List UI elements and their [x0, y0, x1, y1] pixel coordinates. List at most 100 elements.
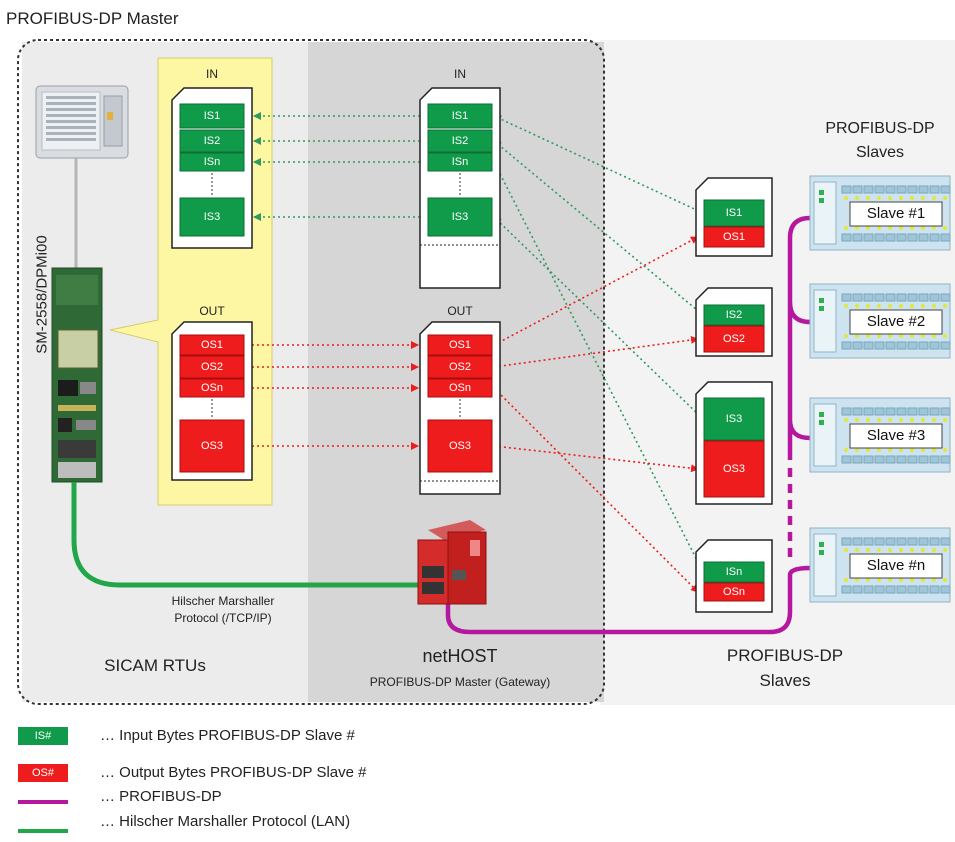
slave-image-out-label-osn: OSn	[723, 586, 745, 598]
slave-image-in-label-isn: ISn	[726, 566, 743, 578]
arrow-slave-out-os1	[493, 236, 699, 346]
nethost-out-cell-osn	[427, 378, 493, 398]
rtu-out-cell-label-os3: OS3	[201, 440, 223, 452]
slave-device-label-box-3	[849, 423, 943, 449]
slave-area-panel	[600, 40, 955, 705]
module-label: SM-2558/DPMi00	[33, 235, 51, 354]
nethost-in-cell-is1	[427, 103, 493, 129]
arrow-slave-in-is3	[493, 216, 704, 420]
protocol-label-line1: Hilscher Marshaller	[171, 594, 275, 608]
nethost-device-icon	[417, 520, 487, 605]
slave-image-out-label-os2: OS2	[723, 333, 745, 345]
lan-cable	[71, 482, 420, 588]
legend-swatch-label-output: OS#	[32, 767, 55, 779]
rtu-out-cell-label-os2: OS2	[201, 361, 223, 373]
nethost-in-title: IN	[454, 67, 466, 81]
slave-image-in-is1	[703, 199, 765, 227]
slaves-footer-line1: PROFIBUS-DP	[726, 646, 844, 665]
legend-text-1: … Input Bytes PROFIBUS-DP Slave #	[100, 727, 355, 744]
slave-device-2: Slave #2	[809, 283, 951, 359]
arrow-slave-out-os3	[493, 445, 699, 473]
arrow-slave-in-is2	[493, 140, 704, 316]
nethost-out-cell-os2	[427, 355, 493, 379]
nethost-out-cell-os3	[427, 419, 493, 473]
rtu-in-cell-is1	[179, 103, 245, 129]
sicam-label: SICAM RTUs	[104, 656, 206, 675]
rtu-out-cell-label-osn: OSn	[201, 382, 223, 394]
legend-text-4: … Hilscher Marshaller Protocol (LAN)	[100, 813, 350, 830]
slave-device-4: Slave #n	[809, 527, 951, 603]
rtu-in-cell-is2	[179, 129, 245, 153]
slave-image-out-os2	[703, 325, 765, 353]
master-boundary	[17, 39, 605, 705]
nethost-sublabel: PROFIBUS-DP Master (Gateway)	[369, 675, 551, 689]
nethost-out-title: OUT	[447, 304, 473, 318]
arrow-slave-in-isn	[493, 161, 704, 573]
slaves-footer-line2: Slaves	[759, 671, 811, 690]
profibus-bus	[787, 215, 811, 460]
rtu-out-cell-os3	[179, 419, 245, 473]
nethost-label: netHOST	[422, 646, 498, 666]
nethost-in-cell-label-is3: IS3	[452, 211, 469, 223]
arrow-slave-out-os2	[493, 335, 699, 368]
slave-device-label-slave-n: Slave #n	[867, 557, 925, 574]
nethost-out-cell-label-os3: OS3	[449, 440, 471, 452]
slave-image-in-isn	[703, 561, 765, 583]
slave-device-1: Slave #1	[809, 175, 951, 251]
nethost-in-cell-is3	[427, 197, 493, 237]
nethost-in-cell-is2	[427, 129, 493, 153]
nethost-in-cell-isn	[427, 152, 493, 172]
slaves-header-line1: PROFIBUS-DP	[825, 120, 935, 137]
nethost-out-cell-os1	[427, 334, 493, 356]
slave-image-out-label-os3: OS3	[723, 463, 745, 475]
protocol-label-line2: Protocol (/TCP/IP)	[174, 611, 272, 625]
nethost-in-cell-label-is2: IS2	[452, 135, 469, 147]
rtu-in-cell-label-isn: ISn	[204, 156, 221, 168]
slave-image-out-label-os1: OS1	[723, 231, 745, 243]
arrow-slave-in-is1	[493, 115, 704, 214]
rtu-out-cell-label-os1: OS1	[201, 339, 223, 351]
slave-image-in-is2	[703, 304, 765, 326]
nethost-out-cell-label-osn: OSn	[449, 382, 471, 394]
rtu-out-cell-os2	[179, 355, 245, 379]
rtu-in-cell-label-is1: IS1	[204, 110, 221, 122]
slave-image-out-os1	[703, 226, 765, 248]
legend-swatch-output	[18, 764, 68, 782]
module-board-icon	[51, 267, 103, 483]
rtu-out-cell-osn	[179, 378, 245, 398]
nethost-in-cell-label-isn: ISn	[452, 156, 469, 168]
slave-device-label-box-2	[849, 309, 943, 335]
slave-image-in-is3	[703, 397, 765, 441]
rtu-in-cell-label-is2: IS2	[204, 135, 221, 147]
arrow-slave-out-osn	[493, 387, 699, 593]
legend-swatch-label-input: IS#	[35, 730, 52, 742]
slave-device-label-slave-3: Slave #3	[867, 427, 925, 444]
slave-image-in-label-is2: IS2	[726, 309, 743, 321]
slave-image-in-label-is3: IS3	[726, 413, 743, 425]
nethost-in-cell-label-is1: IS1	[452, 110, 469, 122]
legend-text-2: … Output Bytes PROFIBUS-DP Slave #	[100, 764, 367, 781]
slave-device-label-box-4	[849, 553, 943, 579]
rtu-out-cell-os1	[179, 334, 245, 356]
slave-device-3: Slave #3	[809, 397, 951, 473]
slave-device-label-slave-2: Slave #2	[867, 313, 925, 330]
diagram-title: PROFIBUS-DP Master	[6, 9, 179, 28]
slave-image-in-label-is1: IS1	[726, 207, 743, 219]
slave-device-label-box-1	[849, 201, 943, 227]
slave-device-label-slave-1: Slave #1	[867, 205, 925, 222]
rtu-in-cell-label-is3: IS3	[204, 211, 221, 223]
rtu-in-cell-is3	[179, 197, 245, 237]
slaves-header-line2: Slaves	[855, 144, 905, 161]
sicam-device-icon	[35, 85, 129, 159]
rtu-in-cell-isn	[179, 152, 245, 172]
slave-image-out-osn	[703, 582, 765, 602]
slave-image-out-os3	[703, 440, 765, 498]
nethost-out-cell-label-os1: OS1	[449, 339, 471, 351]
nethost-out-cell-label-os2: OS2	[449, 361, 471, 373]
profibus-cable	[445, 565, 811, 635]
legend-swatch-input	[18, 727, 68, 745]
rtu-out-title: OUT	[199, 304, 225, 318]
rtu-in-title: IN	[206, 67, 218, 81]
